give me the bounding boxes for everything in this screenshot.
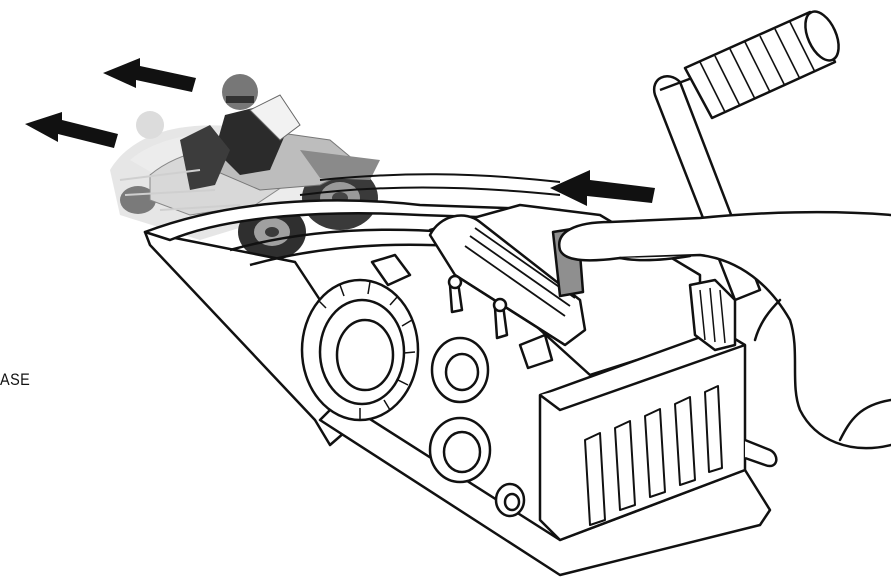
motion-arrow-upper	[103, 58, 196, 92]
push-arrow	[550, 170, 655, 206]
launcher-engine	[300, 203, 778, 577]
hand	[558, 210, 891, 450]
rider-helmet	[222, 74, 258, 110]
motion-arrow-lower	[25, 112, 118, 148]
edge-label: ASE	[0, 370, 31, 389]
